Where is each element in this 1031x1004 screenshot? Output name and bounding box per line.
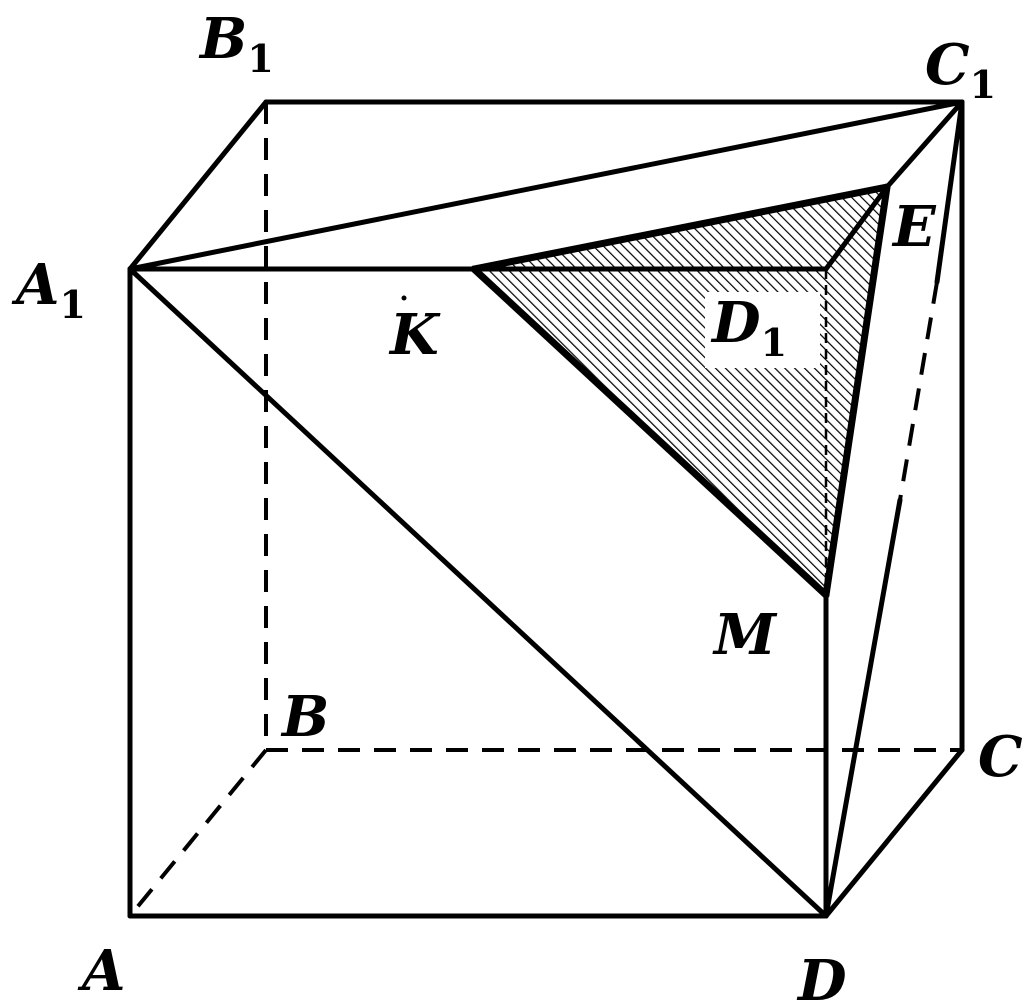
vertex-labels: A B C D A1 B1 C1 D1 K E M (11, 6, 1023, 1004)
edge-D1E (823, 184, 890, 272)
visible-edges (127, 99, 965, 919)
label-C1: C1 (925, 32, 996, 107)
point-K-dot (401, 295, 407, 301)
section-KE (470, 183, 891, 273)
edge-C1D-hidden (898, 281, 939, 501)
edge-EC1 (884, 99, 965, 190)
label-D1-backing (705, 292, 820, 368)
label-D1: D1 (710, 290, 787, 365)
edge-DC (823, 747, 965, 919)
diag-A1D (127, 266, 829, 919)
edge-A1B1 (127, 99, 269, 272)
section-MK (470, 265, 830, 599)
label-C: C (978, 724, 1023, 790)
diag-DC1-lower (823, 497, 903, 919)
label-M: M (712, 602, 778, 668)
hidden-edges (128, 102, 962, 918)
label-D: D (796, 948, 847, 1004)
diag-DC1-upper (934, 99, 965, 285)
label-B: B (280, 684, 329, 750)
label-E: E (891, 194, 937, 260)
label-A1: A1 (11, 252, 86, 327)
label-A: A (77, 938, 125, 1004)
section-outline (470, 183, 891, 599)
label-K: K (388, 302, 441, 368)
section-triangle-KEM (474, 187, 887, 595)
diag-A1C1 (127, 99, 965, 272)
section-EM (822, 183, 891, 599)
edge-BA (128, 748, 268, 918)
label-B1: B1 (198, 6, 274, 81)
